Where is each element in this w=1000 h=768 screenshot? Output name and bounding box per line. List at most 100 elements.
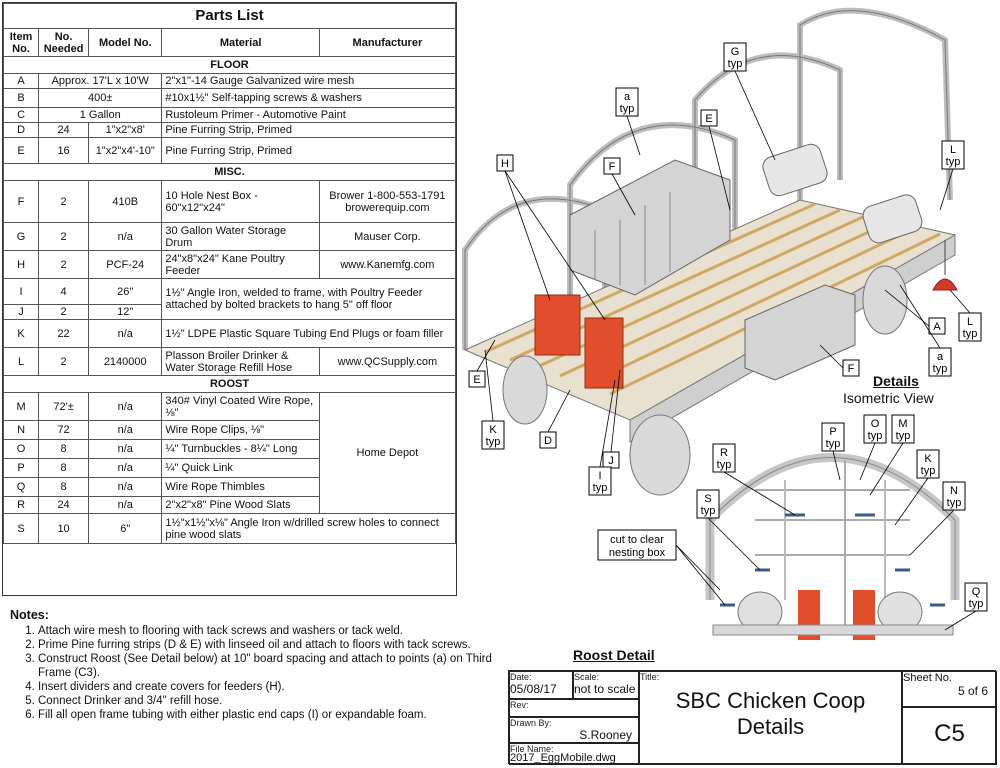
- table-row: R 24 n/a 2"x2"x8" Pine Wood Slats: [2, 496, 456, 514]
- callout-H: H: [496, 154, 514, 172]
- section-floor: FLOOR: [3, 56, 456, 74]
- cell-item: S: [2, 513, 40, 544]
- sheet-code-cell: C5: [902, 707, 997, 765]
- title-label: Title:: [640, 672, 660, 682]
- rev-cell: Rev:: [509, 699, 639, 717]
- svg-text:F: F: [848, 363, 855, 375]
- cell-material: ¼" Turnbuckles - 8¼" Long: [161, 439, 320, 459]
- callout-E: E: [700, 109, 718, 127]
- file-cell: File Name: 2017_EggMobile.dwg: [509, 743, 639, 765]
- cell-material: ¼" Quick Link: [161, 458, 320, 478]
- title-block: Date: 05/08/17 Scale: not to scale Rev: …: [508, 670, 997, 765]
- cell-item: C: [2, 107, 40, 123]
- cell-material: 1½" Angle Iron, welded to frame, with Po…: [161, 278, 456, 320]
- note-item: Attach wire mesh to flooring with tack s…: [38, 624, 505, 638]
- section-roost: ROOST: [3, 375, 456, 393]
- table-row: P 8 n/a ¼" Quick Link: [2, 458, 456, 478]
- drawn-label: Drawn By:: [510, 718, 552, 728]
- svg-text:D: D: [544, 435, 552, 447]
- parts-list-title: Parts List: [3, 3, 456, 29]
- cell-item: A: [2, 73, 40, 89]
- cell-manufacturer: Mauser Corp.: [318, 222, 457, 251]
- svg-text:typ: typ: [728, 58, 743, 70]
- svg-text:typ: typ: [620, 103, 635, 115]
- cell-item: K: [2, 319, 40, 348]
- isometric-view-label: Isometric View: [843, 390, 934, 406]
- cell-qty-model: 1 Gallon: [38, 107, 163, 123]
- cell-model: n/a: [88, 496, 163, 514]
- cell-qty: 16: [38, 137, 90, 164]
- cell-material: 2"x1"-14 Gauge Galvanized wire mesh: [161, 73, 456, 89]
- cell-model: 2140000: [88, 347, 163, 376]
- callout-E: E: [468, 370, 486, 388]
- leader-lines: [476, 70, 977, 631]
- cell-model: n/a: [88, 222, 163, 251]
- cell-item: P: [2, 458, 40, 478]
- drawn-value: S.Rooney: [579, 728, 632, 742]
- cell-qty: 8: [38, 439, 90, 459]
- svg-text:S: S: [704, 493, 711, 505]
- cell-qty: 10: [38, 513, 90, 544]
- sheet-label: Sheet No.: [903, 672, 952, 684]
- cell-model: 1"x2"x8': [88, 122, 163, 138]
- title-line2: Details: [736, 714, 805, 739]
- table-row: G 2 n/a 30 Gallon Water Storage Drum Mau…: [2, 222, 457, 251]
- date-cell: Date: 05/08/17: [509, 671, 573, 699]
- wheel: [502, 355, 548, 425]
- svg-text:O: O: [871, 418, 880, 430]
- svg-text:typ: typ: [826, 438, 841, 450]
- cell-model: 12": [88, 304, 163, 320]
- note-item: Construct Roost (See Detail below) at 10…: [38, 652, 505, 680]
- table-row: I 4 26" 1½" Angle Iron, welded to frame,…: [2, 278, 456, 320]
- callout-F: F: [603, 157, 621, 175]
- cell-model: 6": [88, 513, 163, 544]
- scale-label: Scale:: [574, 672, 600, 682]
- cell-item: B: [2, 88, 40, 108]
- callout-J: J: [602, 451, 620, 469]
- cell-manufacturer: www.QCSupply.com: [318, 347, 457, 376]
- table-row: H 2 PCF-24 24"x8"x24" Kane Poultry Feede…: [2, 250, 457, 279]
- svg-text:M: M: [898, 418, 907, 430]
- cell-qty: 72'±: [38, 392, 90, 421]
- svg-text:N: N: [950, 485, 958, 497]
- svg-text:typ: typ: [969, 598, 984, 610]
- table-row: N 72 n/a Wire Rope Clips, ⅛": [2, 420, 456, 440]
- svg-text:F: F: [609, 161, 616, 173]
- svg-text:typ: typ: [717, 459, 732, 471]
- cell-qty: 2: [38, 304, 90, 320]
- table-row: K 22 n/a 1½" LDPE Plastic Square Tubing …: [2, 319, 456, 348]
- svg-text:typ: typ: [921, 465, 936, 477]
- cell-item: O: [2, 439, 40, 459]
- header-material: Material: [161, 28, 320, 57]
- cell-qty: 72: [38, 420, 90, 440]
- header-manufacturer: Manufacturer: [318, 28, 457, 57]
- svg-text:typ: typ: [963, 328, 978, 340]
- header-model: Model No.: [88, 28, 163, 57]
- cell-material: 1½" LDPE Plastic Square Tubing End Plugs…: [161, 319, 456, 348]
- cell-model: PCF-24: [88, 250, 163, 279]
- cell-item: E: [2, 137, 40, 164]
- table-row: J 2 12": [2, 304, 456, 320]
- file-value: 2017_EggMobile.dwg: [510, 752, 616, 764]
- water-drum: [762, 143, 923, 244]
- svg-text:H: H: [501, 158, 509, 170]
- cell-model: n/a: [88, 392, 163, 421]
- cell-qty-model: 400±: [38, 88, 163, 108]
- svg-text:typ: typ: [593, 482, 608, 494]
- title-line1: SBC Chicken Coop: [675, 688, 866, 713]
- cell-material: Wire Rope Clips, ⅛": [161, 420, 320, 440]
- svg-text:L: L: [967, 316, 973, 328]
- note-item: Connect Drinker and 3/4" refill hose.: [38, 694, 505, 708]
- svg-text:I: I: [598, 470, 601, 482]
- cell-item: R: [2, 496, 40, 514]
- table-row: C 1 Gallon Rustoleum Primer - Automotive…: [2, 107, 456, 123]
- cell-model: n/a: [88, 319, 163, 348]
- cell-model: 1"x2"x4'-10": [88, 137, 163, 164]
- cell-qty: 22: [38, 319, 90, 348]
- drawn-cell: Drawn By: S.Rooney: [509, 717, 639, 743]
- notes-heading: Notes:: [10, 608, 49, 622]
